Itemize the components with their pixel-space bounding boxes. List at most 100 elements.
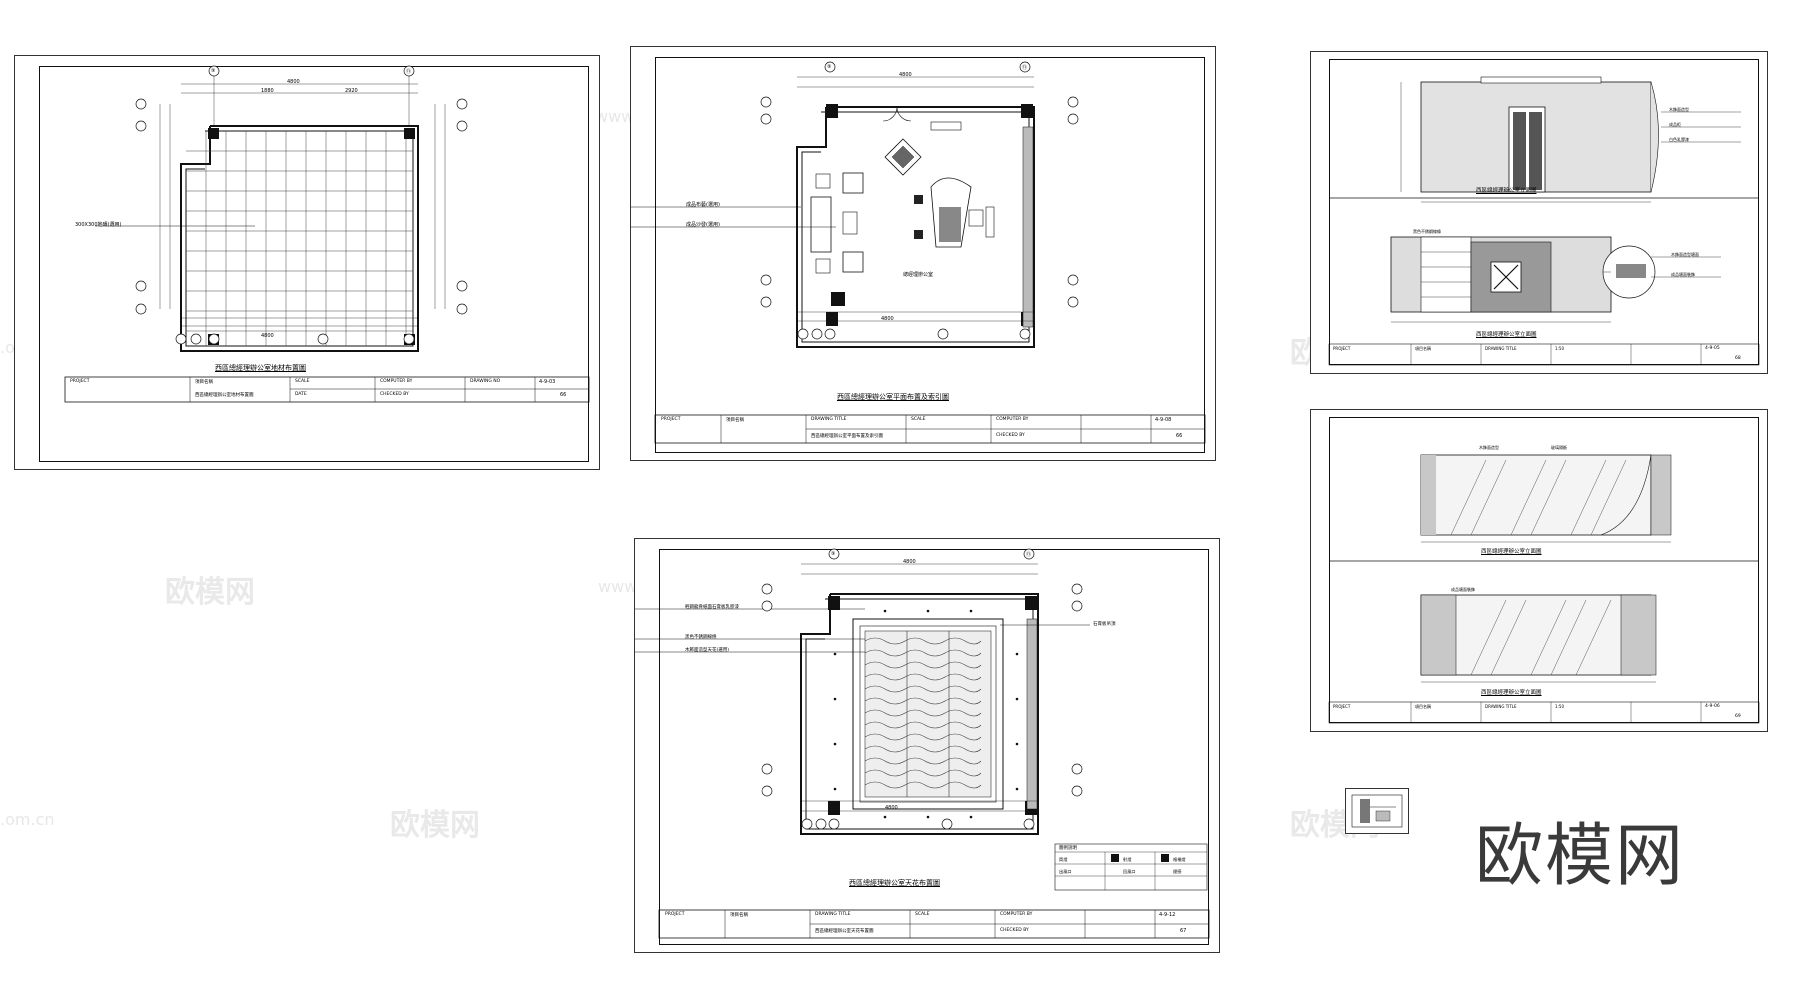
watermark-brand: 欧模网: [165, 575, 255, 610]
callout-label: 白色乳膠漆: [1669, 137, 1689, 142]
dim-label: 4800: [881, 316, 894, 322]
detail-thumbnail-drawing: [1351, 794, 1403, 828]
tb-drawing-title-label: DRAWING TITLE: [1485, 704, 1517, 709]
watermark-brand: 欧模网: [390, 808, 480, 843]
grid-bubble-label: ⑨: [211, 68, 216, 74]
dim-label: 2920: [345, 88, 358, 94]
floor-note-label: 300X300地磚(選用): [75, 222, 122, 228]
elevation-caption: 西區總經理辦公室立面圖: [1481, 549, 1542, 555]
room-label: 總經理辦公室: [903, 272, 934, 278]
tb-checked-by: CHECKED BY: [1000, 928, 1029, 933]
callout-label: 木飾面造型墻面: [1671, 252, 1699, 257]
grid-bubble-label: ⑨: [831, 551, 836, 557]
tb-computer-by: COMPUTER BY: [1000, 912, 1033, 917]
dim-label: 4800: [261, 333, 274, 339]
dim-label: 1880: [261, 88, 274, 94]
tb-drawing-no: 4-9-12: [1159, 912, 1176, 918]
legend-item: 出風口: [1059, 869, 1072, 874]
drawing-sheet-ceiling-plan[interactable]: 輕鋼龍骨紙面石膏板乳膠漆 黑色不銹鋼線條 木飾面造型天花(選用) 石膏板吊頂 4…: [634, 538, 1220, 953]
legend-item: 煙感: [1173, 869, 1182, 874]
tb-page-no: 66: [560, 392, 567, 398]
sheet-border: [1329, 417, 1759, 723]
tb-drawing-no: 4-9-08: [1155, 417, 1172, 423]
callout-label: 輕鋼龍骨紙面石膏板乳膠漆: [685, 605, 739, 610]
legend-title: 圖例說明: [1059, 846, 1077, 851]
tb-computer-by: COMPUTER BY: [996, 417, 1029, 422]
tb-drawing-no: 4-9-05: [1705, 346, 1720, 351]
tb-drawing-no: 4-9-03: [539, 379, 556, 385]
dim-label: 4800: [885, 805, 898, 811]
tb-project: PROJECT: [1333, 704, 1351, 709]
elevation-1-drawing: [1328, 76, 1760, 366]
tb-project-name: 項目名稱: [1415, 346, 1431, 351]
legend-item: 射燈: [1123, 857, 1132, 862]
tb-computer-by: COMPUTER BY: [380, 379, 413, 384]
detail-thumbnail[interactable]: [1345, 788, 1409, 834]
tb-project: PROJECT: [70, 379, 90, 384]
elevation-caption: 西區總經理辦公室立面圖: [1476, 188, 1537, 194]
tb-drawing-title-label: DRAWING TITLE: [1485, 346, 1517, 351]
sheet-border: [659, 549, 1209, 945]
tb-project-name: 項目名稱: [730, 913, 748, 918]
tb-scale: 1:50: [1555, 346, 1564, 351]
callout-label: 成品柜: [1669, 122, 1681, 127]
tb-page-no: 69: [1735, 714, 1741, 719]
tb-drawing-title-label: DRAWING TITLE: [811, 417, 847, 422]
dim-label: 4800: [903, 559, 916, 565]
tb-drawing-no-label: DRAWING NO: [470, 379, 501, 384]
drawing-sheet-furniture-plan[interactable]: 成品布藝(選用) 成品沙發(選用) 總經理辦公室 4800 ⑨ ⑪ 4800 西…: [630, 46, 1216, 461]
callout-label: 成品布藝(選用): [686, 202, 720, 208]
legend-item: 筒燈: [1059, 857, 1068, 862]
tb-date: DATE: [295, 392, 307, 397]
tb-project: PROJECT: [661, 417, 681, 422]
tb-title-name: 西區總經理辦公室天花布置圖: [815, 929, 874, 934]
elevation-2-drawing: [1328, 454, 1760, 724]
callout-label: 木飾面造型: [1669, 107, 1689, 112]
tb-title-name: 西區總經理辦公室地材布置圖: [195, 393, 254, 398]
tb-page-no: 68: [1735, 356, 1741, 361]
dim-label: 4800: [287, 79, 300, 85]
sheet-border: [1329, 59, 1759, 365]
callout-label: 黑色不銹鋼線條: [1413, 229, 1441, 234]
callout-label: 成品沙發(選用): [686, 222, 720, 228]
tb-project-name: 項目名稱: [195, 380, 213, 385]
drawing-sheet-elevation-2[interactable]: 木飾面造型 玻璃隔斷 成品墻面裝飾 西區總經理辦公室立面圖 西區總經理辦公室立面…: [1310, 409, 1768, 732]
tb-drawing-title-label: DRAWING TITLE: [815, 912, 851, 917]
grid-bubble-label: ⑪: [406, 69, 412, 75]
tb-checked-by: CHECKED BY: [996, 433, 1025, 438]
elevation-caption: 西區總經理辦公室立面圖: [1476, 332, 1537, 338]
sheet-border: [39, 66, 589, 462]
floor-plan-drawing: [64, 65, 590, 403]
brand-logo-watermark: 欧模网: [1475, 817, 1686, 896]
dim-label: 4800: [899, 72, 912, 78]
elevation-caption: 西區總經理辦公室立面圖: [1481, 690, 1542, 696]
callout-label: 石膏板吊頂: [1093, 622, 1116, 627]
callout-label: 玻璃隔斷: [1551, 445, 1567, 450]
callout-label: 成品墻面裝飾: [1451, 587, 1475, 592]
callout-label: 木飾面造型天花(選用): [685, 648, 730, 653]
grid-bubble-label: ⑪: [1022, 65, 1028, 71]
tb-scale: 1:50: [1555, 704, 1564, 709]
grid-bubble-label: ⑪: [1026, 552, 1032, 558]
grid-bubble-label: ⑨: [827, 64, 832, 70]
tb-project: PROJECT: [1333, 346, 1351, 351]
callout-label: 木飾面造型: [1479, 445, 1499, 450]
drawing-sheet-elevation-1[interactable]: 木飾面造型 成品柜 白色乳膠漆 黑色不銹鋼線條 木飾面造型墻面 成品墻面裝飾 西…: [1310, 51, 1768, 374]
callout-label: 黑色不銹鋼線條: [685, 635, 717, 640]
legend-item: 格柵燈: [1173, 857, 1186, 862]
sheet-border: [655, 57, 1205, 453]
watermark-url: .om.cn: [0, 810, 55, 829]
tb-drawing-no: 4-9-06: [1705, 704, 1720, 709]
tb-project-name: 項目名稱: [1415, 704, 1431, 709]
legend-item: 回風口: [1123, 869, 1136, 874]
tb-scale: SCALE: [915, 912, 930, 917]
tb-page-no: 67: [1180, 928, 1187, 934]
drawing-sheet-floor-plan[interactable]: 300X300地磚(選用) 4800 4800 1880 2920 ⑨ ⑪ 西區…: [14, 55, 600, 470]
tb-page-no: 66: [1176, 433, 1183, 439]
tb-title-name: 西區總經理辦公室平面布置及索引圖: [811, 434, 883, 439]
tb-scale: SCALE: [295, 379, 310, 384]
tb-checked-by: CHECKED BY: [380, 392, 409, 397]
tb-project: PROJECT: [665, 912, 685, 917]
tb-scale: SCALE: [911, 417, 926, 422]
drawing-caption: 西區總經理辦公室平面布置及索引圖: [837, 393, 949, 401]
